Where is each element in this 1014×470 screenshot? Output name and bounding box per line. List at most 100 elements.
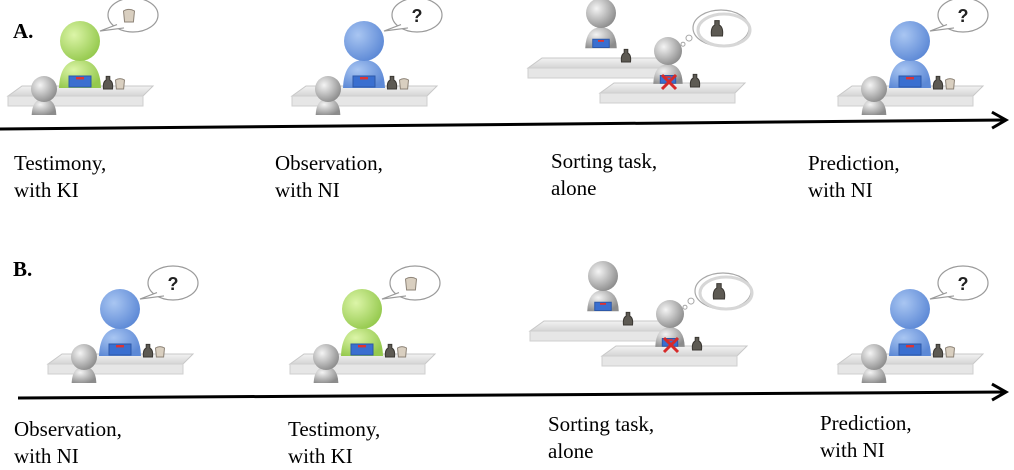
question-mark-icon: ? (412, 6, 423, 26)
caption-a-3: Sorting task, alone (551, 148, 657, 202)
box-slot (116, 345, 124, 348)
box-icon (68, 75, 92, 88)
bubble-outline (937, 0, 989, 33)
red-x-icon (662, 336, 680, 354)
caption-line: Observation, (275, 151, 383, 175)
scene-b-2 (288, 265, 441, 383)
arrowhead-icon (991, 110, 1010, 130)
caption-a-4: Prediction, with NI (808, 150, 900, 204)
child-head (861, 76, 887, 102)
table-front (47, 363, 184, 375)
speech-bubble: ? (929, 0, 989, 33)
speech-bubble: ? (383, 0, 443, 33)
child-body (31, 98, 57, 115)
box-slot (600, 303, 606, 305)
jar-icon (122, 8, 136, 23)
scene-a-3 (526, 0, 752, 104)
timeline-line (0, 118, 1007, 131)
scene-a-1 (6, 0, 159, 115)
table-top (528, 320, 682, 332)
table-top (526, 57, 680, 69)
jar-icon (944, 78, 956, 90)
caption-line: Sorting task, (551, 149, 658, 173)
box-slot (906, 345, 914, 348)
child-head (71, 344, 97, 370)
person-head (890, 21, 930, 61)
table-front (837, 363, 974, 375)
person-head (588, 261, 618, 291)
table-front (599, 92, 736, 104)
bottle-icon (689, 73, 701, 88)
box-icon (592, 38, 610, 48)
thought-dot (685, 34, 693, 42)
timeline-arrow (0, 110, 1010, 131)
child-body (71, 366, 97, 383)
bottle-icon (932, 343, 944, 358)
caption-line: with KI (288, 444, 353, 468)
box-icon (108, 343, 132, 356)
speech-bubble (99, 0, 159, 33)
person-head (586, 0, 616, 28)
bubble-tail (381, 291, 407, 300)
table-front (7, 95, 144, 107)
bubble-tail (929, 291, 955, 300)
bottle-icon (384, 343, 396, 358)
thought-shadow (698, 275, 754, 311)
caption-a-2: Observation, with NI (275, 150, 383, 204)
bottle-icon (622, 311, 634, 326)
timeline-arrow (17, 382, 1010, 402)
child-body (861, 366, 887, 383)
speech-bubble: ? (139, 265, 199, 301)
caption-b-4: Prediction, with NI (820, 410, 912, 464)
panel-label-a: A. (13, 19, 34, 43)
thought-dot (680, 41, 686, 47)
person-head (60, 21, 100, 61)
caption-line: with KI (14, 178, 79, 202)
bottle-icon (102, 75, 114, 90)
scene-b-1: ? (46, 265, 199, 383)
caption-b-1: Observation, with NI (14, 416, 122, 470)
person-head (890, 289, 930, 329)
jar-icon (404, 276, 418, 291)
bottle-icon (932, 75, 944, 90)
caption-line: with NI (275, 178, 340, 202)
bubble-tail (929, 23, 955, 32)
child-body (861, 98, 887, 115)
jar-icon (944, 346, 956, 358)
bubble-outline (147, 265, 199, 301)
caption-line: Sorting task, (548, 412, 655, 436)
question-mark-icon: ? (958, 6, 969, 26)
box-slot (358, 345, 366, 348)
red-x-icon (660, 73, 678, 91)
panel-label-b: B. (13, 257, 33, 281)
scene-a-2: ? (290, 0, 443, 115)
bottle-icon (691, 336, 703, 351)
bottle-icon (710, 20, 724, 37)
bottle-icon (142, 343, 154, 358)
caption-line: with NI (820, 438, 885, 462)
caption-a-1: Testimony, with KI (14, 150, 106, 204)
thought-dot (687, 297, 695, 305)
bottle-icon (712, 283, 726, 300)
thought-dot (682, 304, 688, 310)
box-slot (906, 77, 914, 80)
thought-shadow (696, 12, 752, 48)
question-mark-icon: ? (958, 274, 969, 294)
caption-line: Testimony, (14, 151, 107, 175)
box-slot (667, 339, 673, 341)
child-body (313, 366, 339, 383)
child-head (315, 76, 341, 102)
bubble-tail (99, 23, 125, 32)
jar-icon (398, 78, 410, 90)
table-front (601, 355, 738, 367)
box-slot (598, 40, 604, 42)
table-front (529, 330, 671, 342)
speech-bubble (381, 265, 441, 301)
bubble-tail (139, 291, 165, 300)
scene-a-4: ? (836, 0, 989, 115)
thought-bubble (682, 272, 754, 311)
box-icon (594, 301, 612, 311)
thought-bubble (680, 9, 752, 48)
person-head (654, 37, 682, 65)
speech-bubble: ? (929, 265, 989, 301)
